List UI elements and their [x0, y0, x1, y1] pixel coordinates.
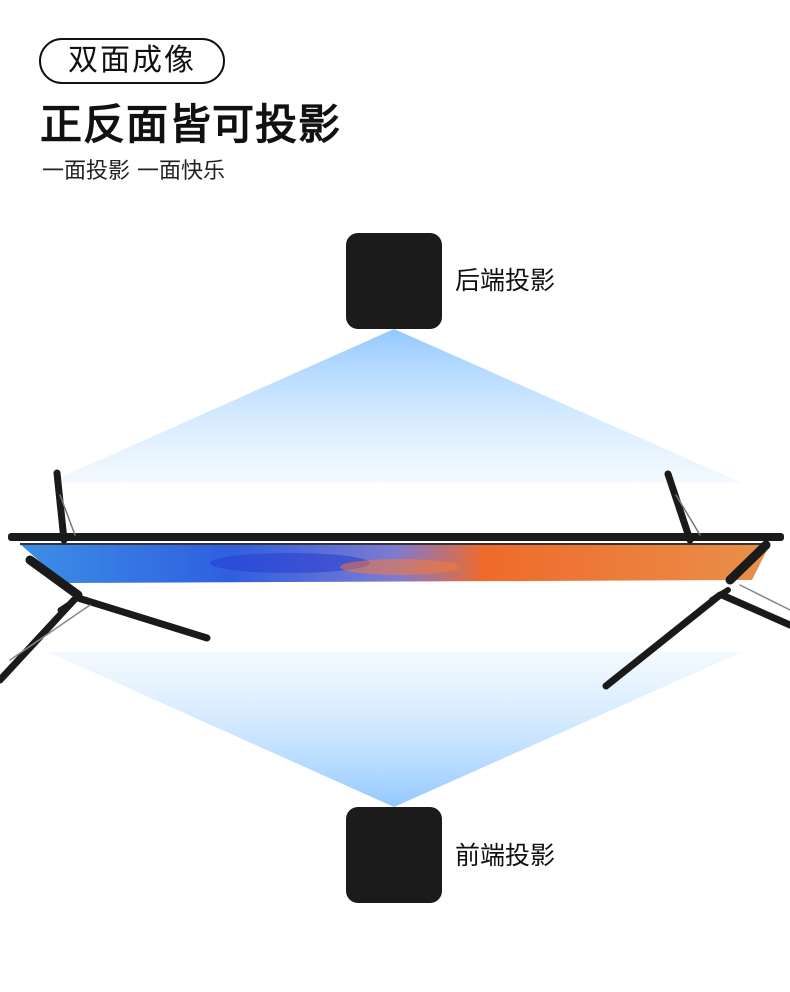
rear-projector-icon: [346, 233, 442, 329]
front-projection-label: 前端投影: [455, 841, 556, 870]
front-projector-icon: [346, 807, 442, 903]
right-tripod-stand: [602, 470, 790, 690]
screen-wave-shape: [340, 559, 460, 575]
front-projection-beam: [48, 652, 742, 807]
page-subtitle: 一面投影 一面快乐: [42, 159, 225, 184]
rear-projection-beam: [48, 329, 742, 483]
feature-badge: 双面成像: [39, 38, 225, 84]
screen-wave-shape: [210, 553, 370, 573]
left-tripod-stand: [0, 469, 211, 684]
feature-badge-label: 双面成像: [68, 43, 196, 78]
page-title: 正反面皆可投影: [40, 100, 342, 149]
screen-top-bar: [8, 533, 784, 541]
rear-projection-label: 后端投影: [455, 266, 556, 295]
